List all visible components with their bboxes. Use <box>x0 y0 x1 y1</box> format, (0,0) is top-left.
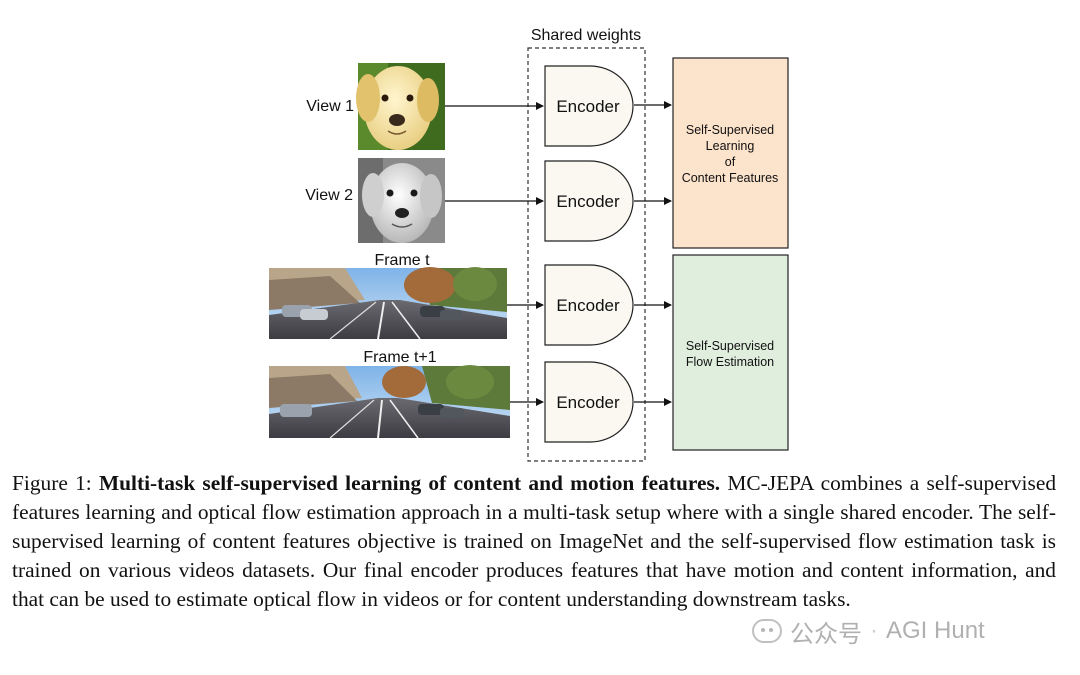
frame-t-label: Frame t <box>374 252 430 269</box>
caption-prefix: Figure 1: <box>12 471 99 495</box>
shared-weights-label: Shared weights <box>531 27 641 44</box>
dog-image-color <box>356 63 445 150</box>
wechat-icon <box>752 619 782 643</box>
watermark-right: AGI Hunt <box>886 617 985 644</box>
content-features-box: Self-Supervised Learning of Content Feat… <box>672 57 789 249</box>
shared-weights-box <box>527 47 646 462</box>
encoder-1-label: Encoder <box>556 97 620 116</box>
content-box-line-4: Content Features <box>682 171 779 185</box>
watermark-separator: · <box>870 617 878 644</box>
content-box-line-3: of <box>725 155 736 169</box>
street-frame-t-image <box>269 267 507 340</box>
encoder-2: Encoder <box>544 160 634 242</box>
content-box-line-2: Learning <box>706 139 755 153</box>
watermark: 公众号 · AGI Hunt <box>752 614 985 648</box>
encoder-4: Encoder <box>544 361 634 443</box>
view-1-label: View 1 <box>306 98 354 115</box>
caption-body: MC-JEPA combines a self-supervised featu… <box>12 471 1057 611</box>
encoder-2-label: Encoder <box>556 192 620 211</box>
frame-t1-label: Frame t+1 <box>363 349 436 366</box>
content-box-line-1: Self-Supervised <box>686 123 774 137</box>
flow-box-line-1: Self-Supervised <box>686 339 774 353</box>
watermark-left: 公众号 <box>790 620 862 648</box>
flow-estimation-box: Self-Supervised Flow Estimation <box>672 254 789 451</box>
figure-caption: Figure 1: Multi-task self-supervised lea… <box>12 469 1056 614</box>
encoder-3: Encoder <box>544 264 634 346</box>
encoder-3-label: Encoder <box>556 296 620 315</box>
street-frame-t1-image <box>269 365 510 439</box>
encoder-1: Encoder <box>544 65 634 147</box>
flow-box-line-2: Flow Estimation <box>686 355 774 369</box>
mc-jepa-diagram: Shared weights View 1 View 2 Frame t Fra… <box>269 27 789 462</box>
caption-title: Multi-task self-supervised learning of c… <box>98 471 721 495</box>
dog-image-grayscale <box>358 158 445 243</box>
view-2-label: View 2 <box>305 187 353 204</box>
encoder-4-label: Encoder <box>556 393 620 412</box>
